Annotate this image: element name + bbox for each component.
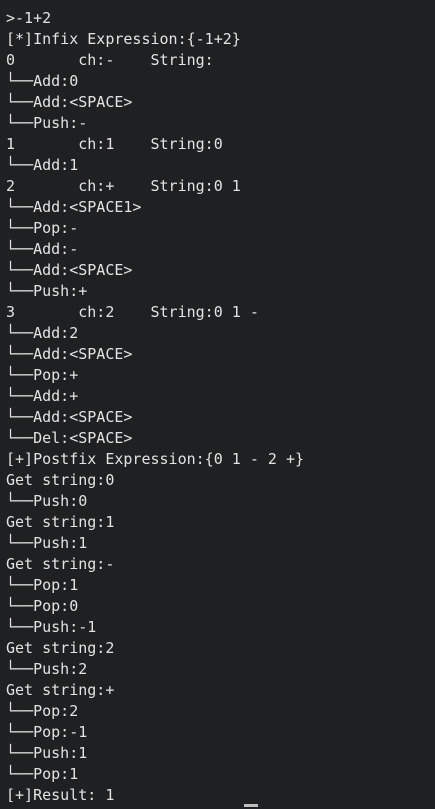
trace-line: └──Pop:- [6,219,79,237]
step-2: 2 ch:+ String:0 1 [6,177,241,195]
trace-line: └──Push:0 [6,492,88,510]
trace-line: └──Add:<SPACE1> [6,198,142,216]
step-0: 0 ch:- String: [6,51,214,69]
trace-line: └──Add:+ [6,387,79,405]
trace-line: └──Add:0 [6,72,79,90]
postfix-header: [+]Postfix Expression:{0 1 - 2 +} [6,450,305,468]
trace-line: └──Add:1 [6,156,79,174]
trace-line: └──Push:1 [6,744,88,762]
trace-line: └──Add:- [6,240,79,258]
text-cursor [244,804,258,807]
step-3: 3 ch:2 String:0 1 - [6,303,259,321]
trace-line: └──Del:<SPACE> [6,429,133,447]
trace-line: └──Push:- [6,114,88,132]
trace-line: └──Pop:0 [6,597,79,615]
input-line: >-1+2 [6,9,52,27]
trace-line: └──Pop:1 [6,576,79,594]
trace-line: └──Add:<SPACE> [6,345,133,363]
trace-line: └──Add:<SPACE> [6,408,133,426]
infix-header: [*]Infix Expression:{-1+2} [6,30,241,48]
trace-line: └──Add:<SPACE> [6,93,133,111]
get-string-line: Get string:2 [6,639,115,657]
result-line: [+]Result: 1 [6,786,115,804]
trace-line: └──Add:<SPACE> [6,261,133,279]
get-string-line: Get string:1 [6,513,115,531]
get-string-line: Get string:0 [6,471,115,489]
get-string-line: Get string:- [6,555,115,573]
trace-line: └──Pop:2 [6,702,79,720]
trace-line: └──Pop:+ [6,366,79,384]
trace-line: └──Push:1 [6,534,88,552]
trace-line: └──Push:+ [6,282,88,300]
trace-line: └──Add:2 [6,324,79,342]
step-1: 1 ch:1 String:0 [6,135,223,153]
trace-line: └──Push:2 [6,660,88,678]
trace-line: └──Pop:1 [6,765,79,783]
trace-line: └──Push:-1 [6,618,97,636]
get-string-line: Get string:+ [6,681,115,699]
trace-line: └──Pop:-1 [6,723,88,741]
